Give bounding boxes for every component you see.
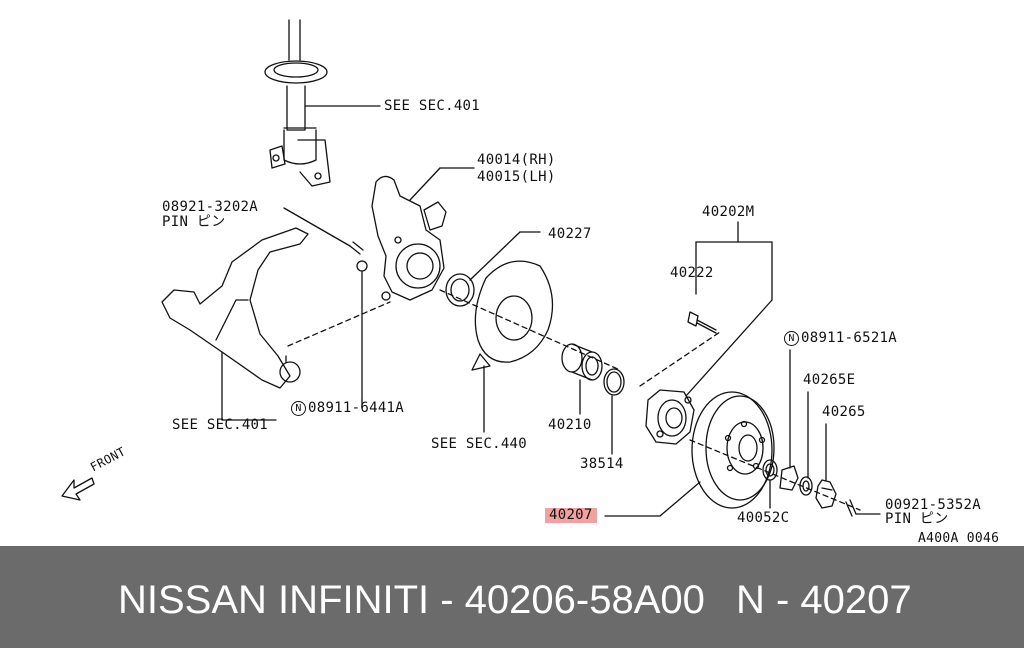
label-see-sec-440: SEE SEC.440 xyxy=(431,436,528,452)
label-hub-bolt: 40222 xyxy=(670,265,714,281)
pin-nut-left-drawing xyxy=(283,207,368,409)
label-pin-name: PIN ピン xyxy=(162,214,226,230)
label-bearing: 40210 xyxy=(548,417,592,433)
label-see-sec-401-left: SEE SEC.401 xyxy=(172,417,269,433)
assembly-lines xyxy=(287,289,861,511)
label-snap-ring: 38514 xyxy=(580,456,624,472)
control-arm-drawing xyxy=(161,227,309,421)
axle-nut-drawing xyxy=(779,349,881,517)
footer-ref: N - 40207 xyxy=(736,578,912,622)
label-pin-part-no: 08921-3202A xyxy=(162,199,259,215)
footer-banner: NISSAN INFINITI - 40206-58A00 N - 40207 xyxy=(0,546,1024,648)
footer-title: NISSAN INFINITI - 40206-58A00 xyxy=(118,578,705,622)
label-lock-nut: 40265 xyxy=(822,404,866,420)
circled-n-symbol: N xyxy=(784,331,799,346)
label-collar: 40052C xyxy=(737,510,790,526)
label-hub-assembly: 40202M xyxy=(702,204,755,220)
knuckle-drawing xyxy=(371,167,475,301)
nut-right-part-no: 08911-6521A xyxy=(801,330,898,346)
strut-drawing xyxy=(264,19,381,187)
nut-left-part-no: 08911-6441A xyxy=(308,400,405,416)
seal-drawing xyxy=(445,231,541,307)
parts-diagram: SEE SEC.401 40014(RH) 40015(LH) 08921-32… xyxy=(61,19,1000,546)
hub-bolt-drawing xyxy=(687,311,717,334)
label-see-sec-401-top: SEE SEC.401 xyxy=(384,98,481,114)
label-rotor-highlighted: 40207 xyxy=(545,508,597,523)
circled-n-symbol: N xyxy=(291,401,306,416)
snap-ring-drawing xyxy=(603,368,625,455)
label-washer: 40265E xyxy=(803,372,856,388)
label-cotter-pin-part-no: 00921-5352A xyxy=(885,497,982,513)
label-knuckle-lh: 40015(LH) xyxy=(477,169,556,185)
label-cotter-pin-name: PIN ピン xyxy=(885,511,949,527)
bearing-drawing xyxy=(561,343,603,415)
label-knuckle-rh: 40014(RH) xyxy=(477,152,556,168)
hub-drawing xyxy=(645,221,773,445)
brake-rotor-drawing xyxy=(604,391,775,517)
dust-shield-drawing xyxy=(471,260,554,433)
label-seal: 40227 xyxy=(548,226,592,242)
front-arrow-icon xyxy=(61,477,95,501)
collar-drawing xyxy=(762,459,778,509)
figure-code: A400A 0046 xyxy=(918,531,1000,546)
